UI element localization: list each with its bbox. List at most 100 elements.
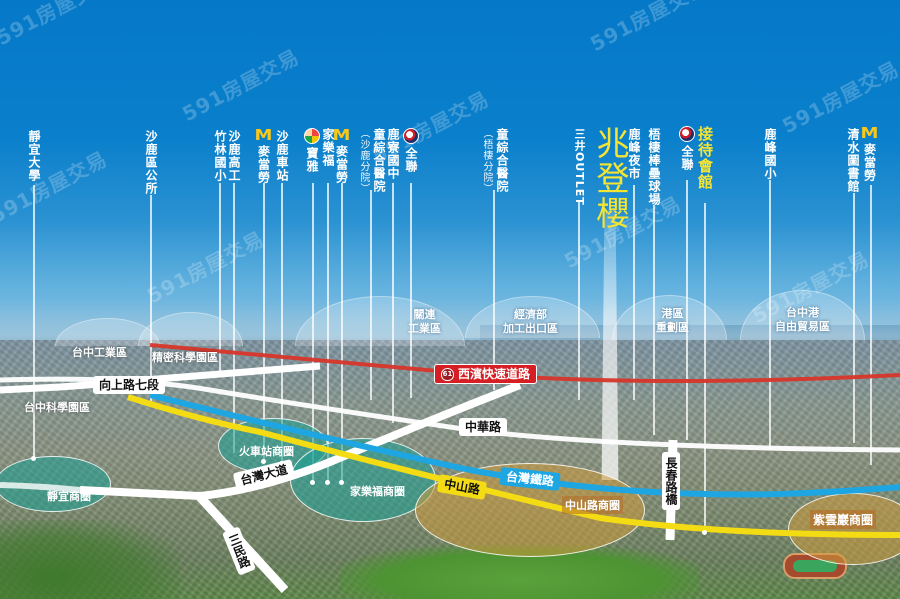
poi-line (870, 185, 872, 465)
poi-label: 全聯 (404, 147, 418, 173)
poi-label: 麥當勞 (334, 145, 349, 184)
poi-label: 家樂福 (321, 128, 335, 167)
poi-line (410, 183, 412, 398)
poi-label: 沙鹿高工 (227, 130, 241, 182)
poi-dot (310, 480, 315, 485)
poi-sublabel: （沙鹿分院） (358, 128, 369, 194)
poi-mitsui-outlet[interactable]: 三井OUTLET (572, 128, 586, 206)
mcdonalds-icon: M (860, 124, 879, 142)
poi-line (33, 185, 35, 460)
poi-label: 童綜合醫院 (372, 128, 386, 193)
poi-tungs-hospital-shalu[interactable]: （沙鹿分院） 童綜合醫院 (356, 128, 386, 194)
poi-shalu-district-office[interactable]: 沙鹿區公所 (144, 130, 158, 195)
poi-label: 三井OUTLET (573, 128, 586, 206)
poi-line (578, 200, 580, 400)
poi-label: 童綜合醫院 (495, 128, 509, 193)
poi-zhulin-elementary[interactable]: 竹林國小 (213, 130, 227, 182)
dome-label-guanlian: 關連 工業區 (408, 308, 441, 335)
project-title[interactable]: 兆登櫻 (591, 126, 630, 231)
poi-label: 鹿寮國中 (386, 128, 400, 180)
poi-sublabel: （梧棲分院） (481, 128, 492, 194)
poi-pxmart[interactable]: 全聯 (403, 128, 419, 173)
project-beam-marker (601, 210, 619, 480)
poi-carrefour[interactable]: 家樂福 (321, 128, 335, 167)
poi-line (312, 183, 314, 483)
poi-qingshui-library[interactable]: 清水圖書館 (846, 128, 860, 193)
poi-mcdonalds[interactable]: M 麥當勞 (860, 124, 879, 183)
poi-label: 竹林國小 (213, 130, 227, 182)
poi-shalu-station[interactable]: 沙鹿車站 (275, 130, 289, 182)
poi-providence-university[interactable]: 靜宜大學 (27, 130, 41, 182)
poya-icon (304, 128, 320, 144)
zone-label-ziyunyan: 紫雲巖商圈 (810, 510, 877, 529)
pxmart-icon (403, 128, 419, 144)
poi-dot (339, 480, 344, 485)
dome-label-harbor: 港區 重劃區 (656, 307, 689, 334)
poi-label: 靜宜大學 (27, 130, 41, 182)
poi-line (769, 180, 771, 450)
poi-line (281, 183, 283, 463)
poi-label: 全聯 (680, 145, 694, 171)
poi-line (392, 183, 394, 423)
poi-line (704, 203, 706, 533)
sales-office-label: 接待會館 (696, 126, 714, 190)
road-label-expressway-text: 西濱快速道路 (458, 367, 531, 381)
area-label-science-park: 台中科學園區 (24, 401, 90, 414)
sales-office[interactable]: 接待會館 (696, 126, 714, 190)
poi-wuqi-baseball-field[interactable]: 梧棲棒壘球場 (647, 128, 661, 206)
poi-dot (325, 480, 330, 485)
poi-label: 沙鹿車站 (275, 130, 289, 182)
dome-label-epz: 經濟部 加工出口區 (503, 308, 558, 335)
poi-dot (261, 459, 266, 464)
mcdonalds-icon: M (332, 126, 351, 144)
area-label-precision-park: 精密科學園區 (152, 351, 218, 364)
poi-line (150, 195, 152, 405)
zone-ziyunyan (788, 493, 900, 565)
poi-dot (31, 456, 36, 461)
poi-dot (702, 530, 707, 535)
zone-label-carrefour: 家樂福商圈 (350, 485, 405, 498)
poi-shalu-vocational[interactable]: 沙鹿高工 (227, 130, 241, 182)
project-title-label: 兆登櫻 (591, 126, 630, 231)
mcdonalds-icon: M (254, 126, 273, 144)
road-label-xiangshang[interactable]: 向上路七段 (93, 376, 166, 394)
poi-line (341, 183, 343, 483)
poi-lufeng-night-market[interactable]: 鹿峰夜市 (627, 128, 641, 180)
poi-label: 鹿峰夜市 (627, 128, 641, 180)
poi-line (370, 190, 372, 400)
poi-lufeng-elementary[interactable]: 鹿峰國小 (763, 128, 777, 180)
poi-line (853, 193, 855, 443)
poi-line (493, 190, 495, 390)
poi-mcdonalds[interactable]: M 麥當勞 (254, 126, 273, 185)
poi-pxmart[interactable]: 全聯 (679, 126, 695, 171)
poi-luliao-junior-high[interactable]: 鹿寮國中 (386, 128, 400, 180)
poi-line (219, 183, 221, 373)
area-label-taichung-industrial: 台中工業區 (72, 346, 127, 359)
poi-mcdonalds[interactable]: M 麥當勞 (332, 126, 351, 185)
green-field (0, 520, 180, 599)
road-label-zhonghua[interactable]: 中華路 (459, 418, 508, 436)
poi-label: 麥當勞 (862, 143, 877, 182)
zone-label-jingyi: 靜宜商圈 (47, 490, 91, 503)
poi-poya[interactable]: 寶雅 (304, 128, 320, 173)
highway-61-shield-icon: 61 (441, 367, 454, 381)
zone-label-train-station: 火車站商圈 (239, 445, 294, 458)
poi-label: 寶雅 (305, 147, 319, 173)
poi-line (327, 183, 329, 483)
poi-line (653, 205, 655, 435)
poi-label: 沙鹿區公所 (144, 130, 158, 195)
road-label-expressway[interactable]: 61 西濱快速道路 (434, 364, 538, 384)
poi-label: 鹿峰國小 (763, 128, 777, 180)
poi-line (233, 183, 235, 453)
dome-label-ftz: 台中港 自由貿易區 (775, 306, 830, 333)
pxmart-icon (679, 126, 695, 142)
zone-label-zhongshan: 中山路商圈 (562, 496, 623, 514)
poi-line (263, 183, 265, 463)
road-label-changchun-bridge[interactable]: 長春路橋 (662, 452, 680, 510)
poi-tungs-hospital-wuqi[interactable]: （梧棲分院） 童綜合醫院 (479, 128, 509, 194)
poi-label: 清水圖書館 (846, 128, 860, 193)
poi-label: 麥當勞 (256, 145, 271, 184)
poi-line (633, 185, 635, 400)
